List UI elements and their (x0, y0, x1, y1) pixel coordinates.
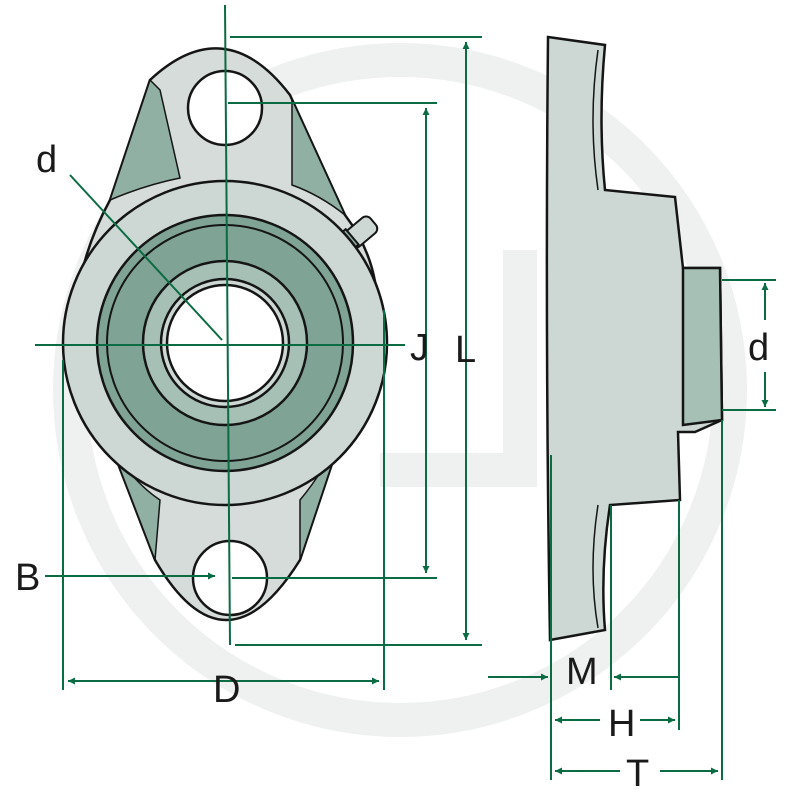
side-hub (681, 266, 724, 427)
label-L: L (455, 329, 476, 371)
vertical-centerline (224, 4, 231, 646)
label-D: D (213, 669, 240, 711)
label-H: H (608, 703, 635, 745)
d-front-leader (69, 174, 223, 341)
front-view (35, 4, 405, 646)
label-J: J (410, 327, 429, 369)
shaft-bore (165, 283, 285, 403)
side-plate-edge (592, 49, 599, 191)
label-d-front: d (36, 139, 57, 181)
housing-shade-upper-right (289, 94, 346, 216)
label-T: T (626, 753, 649, 795)
side-dimensions (488, 279, 776, 780)
side-view (545, 35, 724, 642)
label-d-side: d (748, 327, 769, 369)
label-M: M (566, 651, 598, 693)
label-B: B (15, 557, 40, 599)
front-dimensions (45, 36, 482, 690)
side-flange-plate (545, 35, 724, 642)
side-plate-edge-lower (592, 504, 599, 629)
housing-shade-upper (108, 78, 181, 202)
insert-groove (106, 224, 344, 462)
